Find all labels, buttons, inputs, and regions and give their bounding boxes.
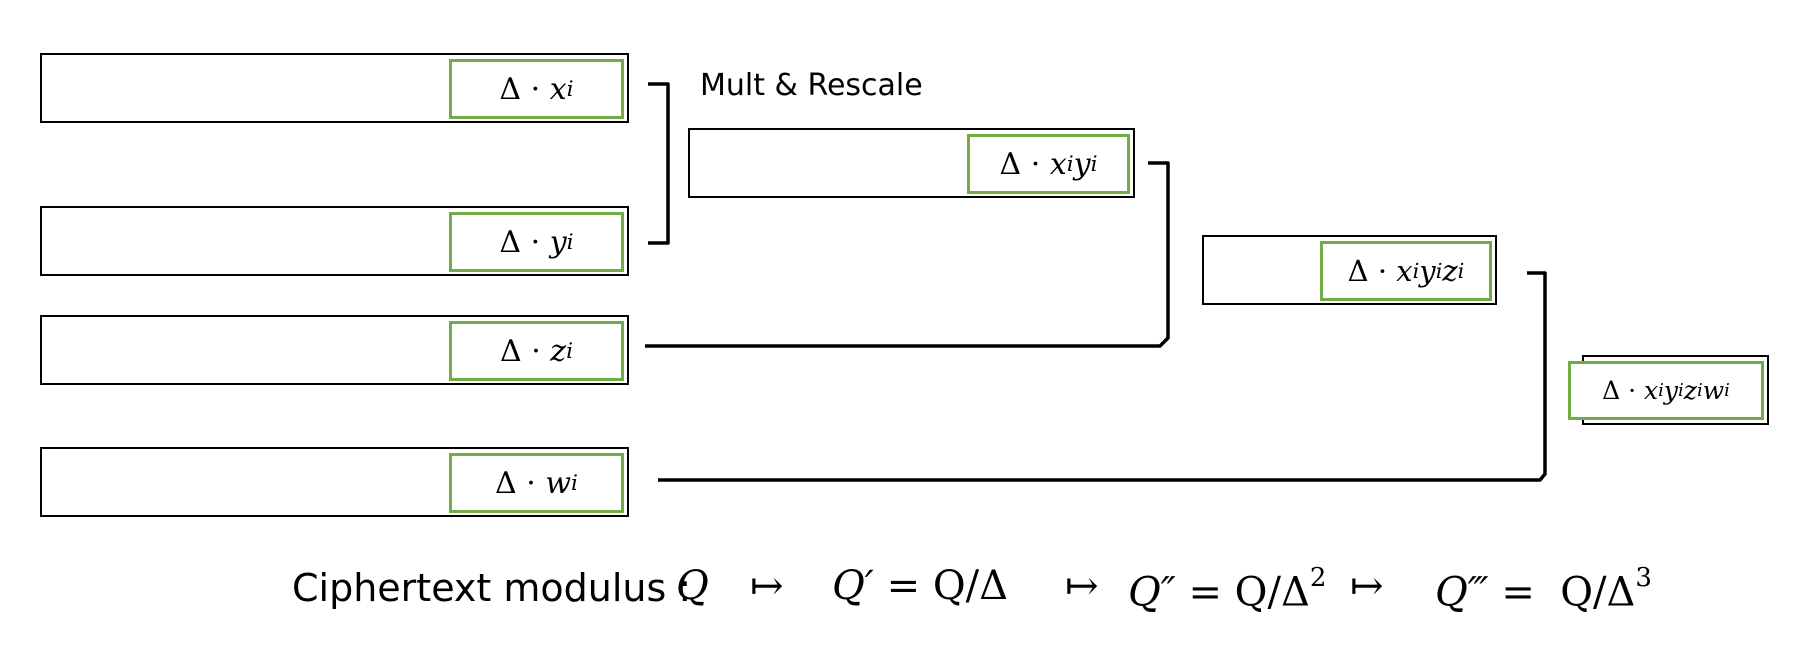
subscript-i: i [1678, 380, 1684, 401]
modulus-q3-rhs: Q/Δ [1560, 569, 1636, 616]
var-w: w [545, 465, 572, 501]
subscript-i: i [1435, 259, 1443, 283]
var-x: x [549, 71, 567, 107]
modulus-label: Ciphertext modulus : [292, 566, 692, 610]
modulus-q3: Q‴ = Q/Δ3 [1435, 563, 1652, 616]
dot-operator: · [1628, 376, 1637, 405]
delta-symbol: Δ [499, 333, 522, 369]
delta-symbol: Δ [499, 71, 522, 107]
delta-symbol: Δ [495, 465, 517, 501]
modulus-q2-lhs: Q″ [1128, 569, 1176, 616]
subscript-i: i [1658, 380, 1664, 401]
dot-operator: · [1377, 254, 1388, 288]
dot-operator: · [531, 333, 541, 369]
var-x: x [1396, 254, 1413, 288]
subscript-i: i [1090, 151, 1098, 177]
var-y: y [1663, 376, 1679, 405]
modulus-q0: Q [676, 563, 709, 609]
modulus-q3-lhs: Q‴ [1435, 569, 1489, 616]
var-y: y [1073, 146, 1091, 182]
modulus-q3-eq: = [1501, 569, 1535, 616]
var-x: x [1049, 146, 1067, 182]
subscript-i: i [566, 229, 574, 255]
var-y: y [1419, 254, 1436, 288]
var-x: x [1644, 376, 1659, 405]
modulus-q2-exp: 2 [1309, 563, 1327, 593]
subscript-i: i [1457, 259, 1465, 283]
modulus-q2-rhs: = Q/Δ [1188, 569, 1310, 616]
var-z: z [550, 333, 567, 369]
arrow-2: ↦ [1065, 563, 1099, 609]
subscript-i: i [1696, 380, 1703, 401]
delta-symbol: Δ [499, 224, 522, 260]
delta-symbol: Δ [999, 146, 1022, 182]
modulus-q1-lhs: Q′ [832, 563, 874, 609]
modulus-q1: Q′ = Q/Δ [832, 563, 1008, 609]
arrow-1: ↦ [750, 563, 784, 609]
subscript-i: i [1412, 259, 1420, 283]
modulus-q3-exp: 3 [1635, 563, 1652, 593]
subscript-i: i [1724, 380, 1730, 401]
operation-label: Mult & Rescale [700, 68, 923, 103]
dot-operator: · [526, 465, 536, 501]
var-w: w [1702, 376, 1725, 405]
dot-operator: · [530, 224, 541, 260]
dot-operator: · [530, 71, 541, 107]
delta-symbol: Δ [1602, 376, 1621, 405]
modulus-q2: Q″ = Q/Δ2 [1128, 563, 1326, 616]
dot-operator: · [1030, 146, 1041, 182]
subscript-i: i [1066, 151, 1074, 177]
arrow-3: ↦ [1350, 563, 1384, 609]
modulus-q1-rhs: = Q/Δ [886, 563, 1008, 609]
var-z: z [1442, 254, 1458, 288]
var-y: y [549, 224, 567, 260]
subscript-i: i [571, 470, 578, 496]
connector-xy-bracket [648, 82, 670, 245]
var-z: z [1683, 376, 1697, 405]
subscript-i: i [566, 76, 574, 102]
delta-symbol: Δ [1347, 254, 1369, 288]
subscript-i: i [566, 338, 574, 364]
